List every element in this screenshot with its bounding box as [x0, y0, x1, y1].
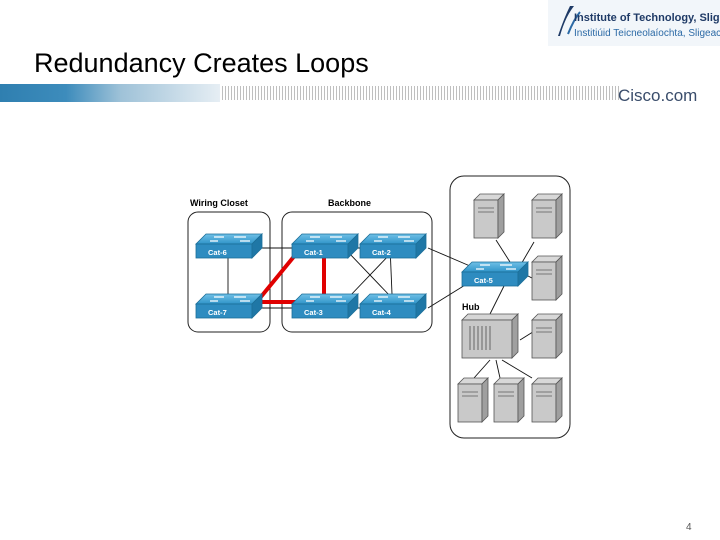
- hub-icon: [461, 313, 519, 359]
- page-number: 4: [686, 522, 692, 533]
- wiring-closet-box: [187, 211, 271, 333]
- server-icon: [531, 255, 563, 301]
- institute-name-irish: Institiúid Teicneolaíochta, Sligeach: [574, 28, 720, 39]
- svg-text:Cat-7: Cat-7: [208, 308, 227, 317]
- hub-label: Hub: [462, 302, 480, 312]
- cisco-logo: Cisco.com: [618, 86, 698, 105]
- server-farm-box: [449, 175, 571, 439]
- network-diagram: Wiring Closet Backbone Hub Cat-6 Cat-1: [187, 175, 571, 439]
- svg-text:Cat-3: Cat-3: [304, 308, 323, 317]
- server-icon: [531, 313, 563, 359]
- server-icon: [531, 377, 563, 423]
- svg-text:Cat-5: Cat-5: [474, 276, 493, 285]
- institute-logo: [548, 0, 720, 46]
- header-bar: [0, 84, 620, 102]
- svg-text:Cat-2: Cat-2: [372, 248, 391, 257]
- server-icon: [531, 193, 563, 239]
- switch-cat4: Cat-4: [359, 293, 427, 319]
- server-icon: [493, 377, 525, 423]
- switch-cat5: Cat-5: [461, 261, 529, 287]
- svg-text:Cat-6: Cat-6: [208, 248, 227, 257]
- institute-name: Institute of Technology, Sligo: [574, 12, 720, 24]
- switch-cat2: Cat-2: [359, 233, 427, 259]
- server-icon: [473, 193, 505, 239]
- svg-text:Cat-4: Cat-4: [372, 308, 392, 317]
- wiring-closet-label: Wiring Closet: [190, 198, 248, 208]
- switch-cat7: Cat-7: [195, 293, 263, 319]
- slide-title: Redundancy Creates Loops: [34, 48, 369, 78]
- switch-cat6: Cat-6: [195, 233, 263, 259]
- svg-text:Cat-1: Cat-1: [304, 248, 323, 257]
- backbone-label: Backbone: [328, 198, 371, 208]
- switch-cat1: Cat-1: [291, 233, 359, 259]
- switch-cat3: Cat-3: [291, 293, 359, 319]
- server-icon: [457, 377, 489, 423]
